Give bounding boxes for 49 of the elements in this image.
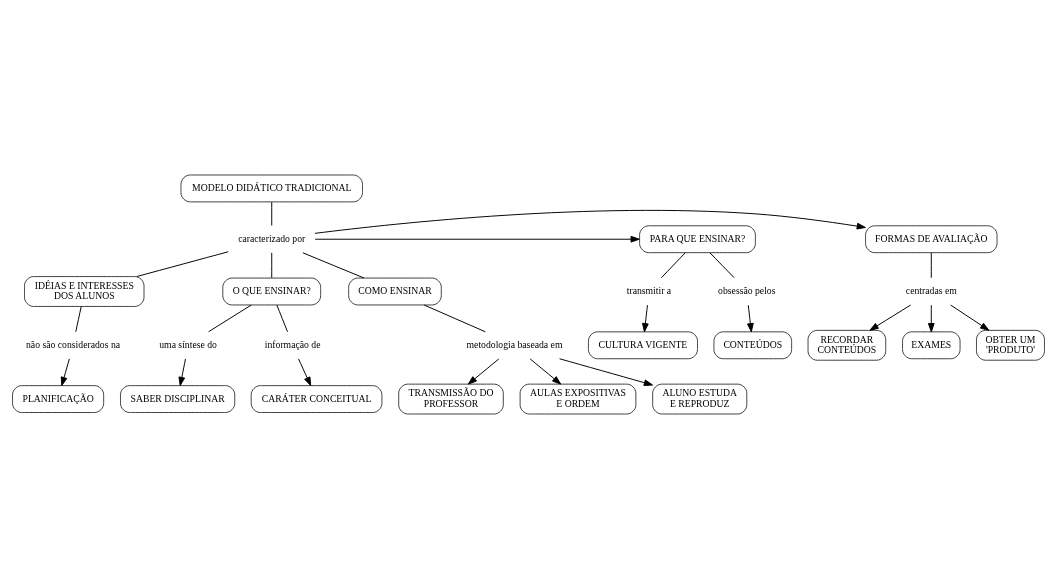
arrow — [529, 357, 562, 385]
node-text: informação de — [264, 338, 321, 350]
node-box: FORMAS DE AVALIAÇÃO — [865, 224, 998, 253]
arrow — [314, 235, 640, 243]
node-text: metodologia baseada em — [466, 338, 563, 350]
node-text: obsessão pelos — [718, 284, 776, 296]
connector — [208, 304, 252, 332]
node-text: uma síntese do — [159, 338, 217, 350]
arrow — [642, 304, 649, 332]
connector — [136, 250, 229, 277]
connector — [423, 304, 486, 332]
node-box: PARA QUE ENSINAR? — [639, 224, 756, 253]
arrow — [60, 357, 70, 386]
arrow — [950, 304, 990, 331]
connector — [75, 305, 82, 332]
node-box: CULTURA VIGENTE — [588, 330, 698, 359]
arrow — [927, 304, 935, 332]
node-box: SABER DISCIPLINAR — [120, 384, 236, 413]
node-text: não são considerados na — [26, 338, 121, 350]
node-box: CARÁTER CONCEITUAL — [250, 384, 383, 413]
node-box: PLANIFICAÇÃO — [12, 384, 105, 413]
node-box: IDÉIAS E INTERESSES DOS ALUNOS — [24, 275, 145, 307]
arrow — [869, 304, 912, 331]
node-text: transmitir a — [626, 284, 672, 296]
connector — [302, 251, 365, 279]
arrow — [178, 357, 186, 386]
node-box: EXAMES — [902, 330, 961, 359]
node-box: COMO ENSINAR — [348, 277, 442, 305]
node-box: RECORDAR CONTEÚDOS — [807, 329, 887, 361]
arrow — [314, 209, 866, 234]
node-box: CONTEÚDOS — [713, 330, 792, 359]
connector — [271, 201, 273, 226]
connector — [276, 304, 289, 332]
node-text: caracterizado por — [238, 232, 306, 244]
connector — [660, 251, 686, 278]
node-box: ALUNO ESTUDA E REPRODUZ — [652, 383, 748, 414]
node-box: MODELO DIDÁTICO TRADICIONAL — [180, 174, 363, 202]
node-box: TRANSMISSÃO DO PROFESSOR — [398, 383, 504, 414]
node-box: AULAS EXPOSITIVAS E ORDEM — [519, 383, 637, 414]
connector — [930, 251, 932, 278]
connector — [709, 251, 735, 278]
arrow — [747, 304, 754, 332]
arrow — [467, 357, 500, 385]
arrow — [559, 357, 653, 386]
node-box: O QUE ENSINAR? — [222, 277, 322, 305]
arrow — [298, 357, 312, 386]
node-box: OBTER UM 'PRODUTO' — [976, 329, 1045, 361]
connector — [271, 251, 273, 278]
node-text: centradas em — [905, 284, 957, 296]
